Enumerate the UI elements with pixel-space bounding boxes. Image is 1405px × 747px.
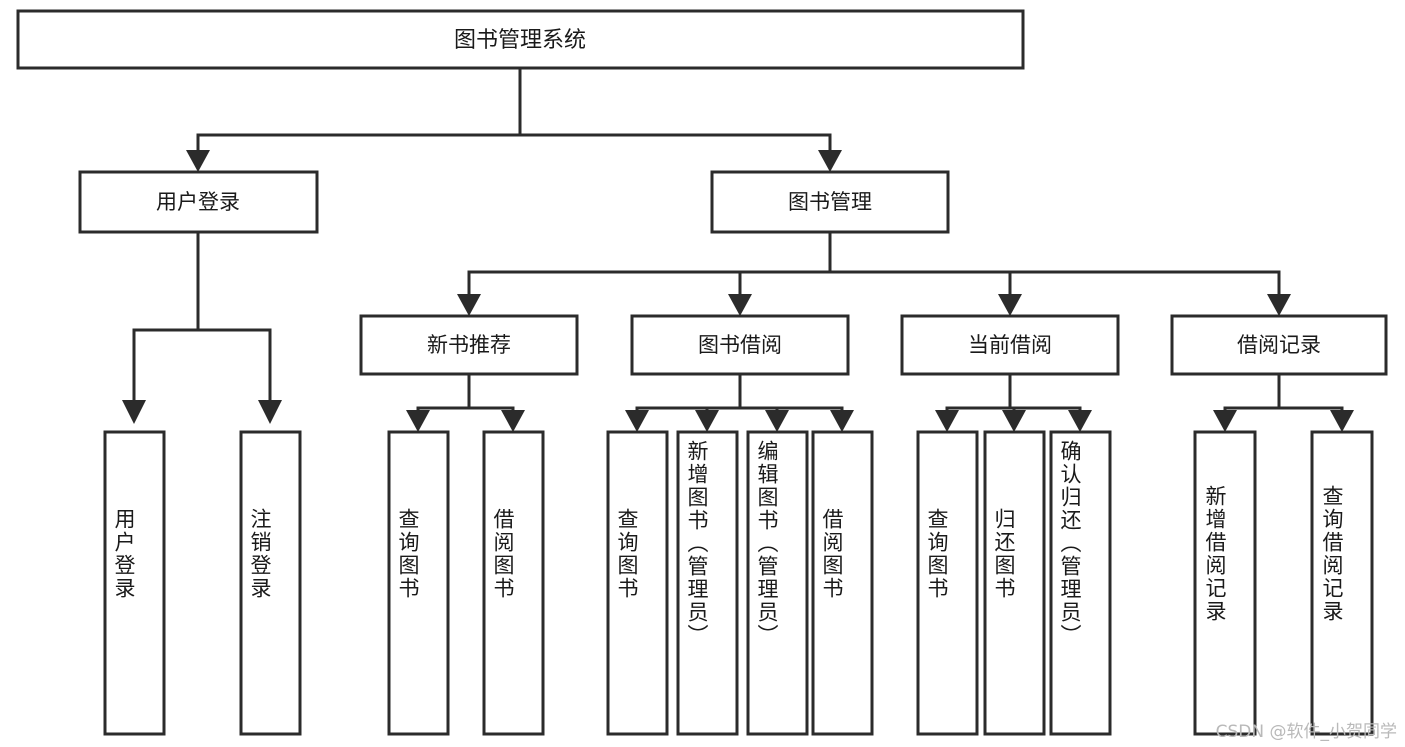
node-user-login[interactable]: 用户登录 bbox=[78, 170, 319, 234]
node-new-book-rec[interactable]: 新书推荐 bbox=[359, 314, 579, 376]
leaf-box-query-record[interactable] bbox=[1310, 430, 1374, 736]
leaf-box-query-book-3[interactable] bbox=[916, 430, 979, 736]
node-root-label: 图书管理系统 bbox=[454, 28, 586, 53]
watermark-text: CSDN @软件_小贺同学 bbox=[1215, 722, 1397, 742]
leaf-box-query-book-2[interactable] bbox=[606, 430, 669, 736]
node-borrow-record-label: 借阅记录 bbox=[1237, 333, 1321, 357]
leaf-box-add-record[interactable] bbox=[1193, 430, 1257, 736]
leaf-box-borrow-book-2[interactable] bbox=[811, 430, 874, 736]
node-book-manage[interactable]: 图书管理 bbox=[710, 170, 950, 234]
node-new-book-rec-label: 新书推荐 bbox=[427, 333, 511, 357]
node-root[interactable]: 图书管理系统 bbox=[16, 9, 1025, 70]
node-borrow-record[interactable]: 借阅记录 bbox=[1170, 314, 1388, 376]
connector-userlogin-to-leaves bbox=[122, 230, 282, 424]
node-book-borrow[interactable]: 图书借阅 bbox=[630, 314, 850, 376]
connector-bookborrow-to-leaves bbox=[625, 372, 854, 432]
leaf-box-return-book[interactable] bbox=[983, 430, 1046, 736]
node-user-login-label: 用户登录 bbox=[156, 190, 240, 214]
connector-root-to-level2 bbox=[186, 66, 842, 172]
leaf-box-edit-book[interactable] bbox=[746, 430, 809, 736]
leaf-box-confirm-return[interactable] bbox=[1049, 430, 1112, 736]
leaf-box-user-login[interactable] bbox=[103, 430, 166, 736]
leaf-box-query-book-1[interactable] bbox=[387, 430, 450, 736]
node-current-borrow[interactable]: 当前借阅 bbox=[900, 314, 1120, 376]
connector-borrowrecord-to-leaves bbox=[1213, 372, 1354, 432]
connector-bookmanage-to-level3 bbox=[457, 230, 1291, 316]
node-current-borrow-label: 当前借阅 bbox=[968, 333, 1052, 357]
leaf-box-logout[interactable] bbox=[239, 430, 302, 736]
node-book-manage-label: 图书管理 bbox=[788, 190, 872, 214]
leaf-box-add-book[interactable] bbox=[676, 430, 739, 736]
connector-currentborrow-to-leaves bbox=[935, 372, 1092, 432]
node-book-borrow-label: 图书借阅 bbox=[698, 333, 782, 357]
connector-newbook-to-leaves bbox=[406, 372, 525, 432]
leaf-box-borrow-book-1[interactable] bbox=[482, 430, 545, 736]
